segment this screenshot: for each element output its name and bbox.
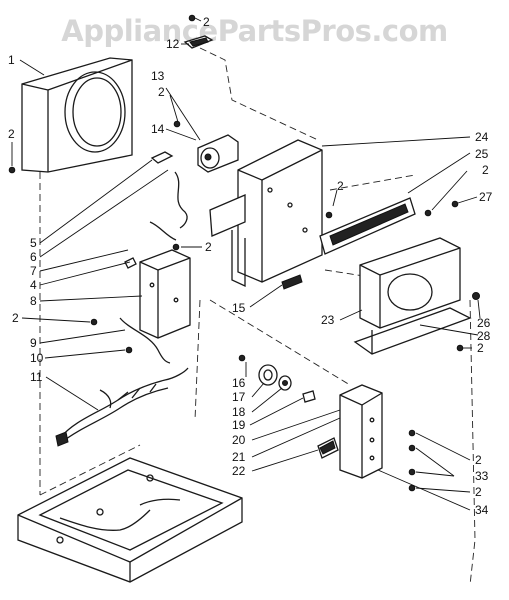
callout-label: 9 bbox=[30, 336, 37, 350]
callout-label: 2 bbox=[337, 179, 344, 193]
callout-label: 2 bbox=[475, 453, 482, 467]
callout-label: 6 bbox=[30, 250, 37, 264]
callout-label: 20 bbox=[232, 433, 246, 447]
callout-label: 26 bbox=[477, 316, 491, 330]
control-bracket-part-24 bbox=[209, 139, 323, 288]
callout-label: 8 bbox=[30, 294, 37, 308]
callout-label: 1 bbox=[8, 53, 15, 67]
wire-part-9 bbox=[119, 317, 171, 364]
wire-part-6 bbox=[149, 171, 188, 241]
callout-label: 28 bbox=[477, 329, 491, 343]
callout-label: 27 bbox=[479, 190, 493, 204]
switch-part-22 bbox=[317, 437, 339, 459]
knob-part-18 bbox=[278, 375, 292, 391]
base-pan bbox=[17, 457, 243, 583]
grille-part-25 bbox=[319, 197, 416, 255]
assembly-lines bbox=[39, 47, 476, 586]
callout-label: 2 bbox=[477, 341, 484, 355]
top-bracket-part-12 bbox=[183, 35, 214, 49]
callout-label: 5 bbox=[30, 236, 37, 250]
screws bbox=[8, 14, 480, 492]
callout-label: 22 bbox=[232, 464, 246, 478]
callout-label: 18 bbox=[232, 405, 246, 419]
callout-label: 12 bbox=[166, 37, 180, 51]
callout-label: 4 bbox=[30, 278, 37, 292]
front-panel-part-1 bbox=[21, 57, 133, 173]
callout-label: 14 bbox=[151, 122, 165, 136]
capacitor-part-14 bbox=[197, 134, 239, 173]
callout-label: 33 bbox=[475, 469, 489, 483]
callout-labels: 2 12 1 13 2 14 2 24 25 2 2 27 5 6 2 7 4 … bbox=[8, 15, 493, 517]
callout-label: 25 bbox=[475, 147, 489, 161]
thermostat-part-15 bbox=[281, 274, 303, 290]
callout-label: 23 bbox=[321, 313, 335, 327]
callout-label: 2 bbox=[482, 163, 489, 177]
callout-label: 2 bbox=[203, 15, 210, 29]
callout-label: 7 bbox=[30, 264, 37, 278]
leader-lines bbox=[11, 17, 481, 511]
callout-label: 10 bbox=[30, 351, 44, 365]
bushing-part-19 bbox=[302, 390, 316, 403]
callout-label: 2 bbox=[475, 485, 482, 499]
control-panel-part-34 bbox=[339, 384, 383, 479]
knob-part-17 bbox=[258, 364, 278, 386]
callout-label: 19 bbox=[232, 418, 246, 432]
callout-label: 21 bbox=[232, 450, 246, 464]
callout-label: 15 bbox=[232, 301, 246, 315]
callout-label: 2 bbox=[205, 240, 212, 254]
terminal-part-5 bbox=[150, 151, 174, 164]
callout-label: 2 bbox=[8, 127, 15, 141]
callout-label: 2 bbox=[12, 311, 19, 325]
callout-label: 13 bbox=[151, 69, 165, 83]
callout-label: 24 bbox=[475, 130, 489, 144]
switch-bracket-part-8 bbox=[139, 249, 191, 339]
callout-label: 16 bbox=[232, 376, 246, 390]
callout-label: 11 bbox=[30, 370, 43, 384]
harness-part-11 bbox=[55, 367, 189, 447]
clip-part-7 bbox=[124, 257, 137, 269]
callout-label: 34 bbox=[475, 503, 489, 517]
blower-housing-part-28 bbox=[353, 237, 472, 355]
callout-label: 2 bbox=[158, 85, 165, 99]
callout-label: 17 bbox=[232, 390, 246, 404]
